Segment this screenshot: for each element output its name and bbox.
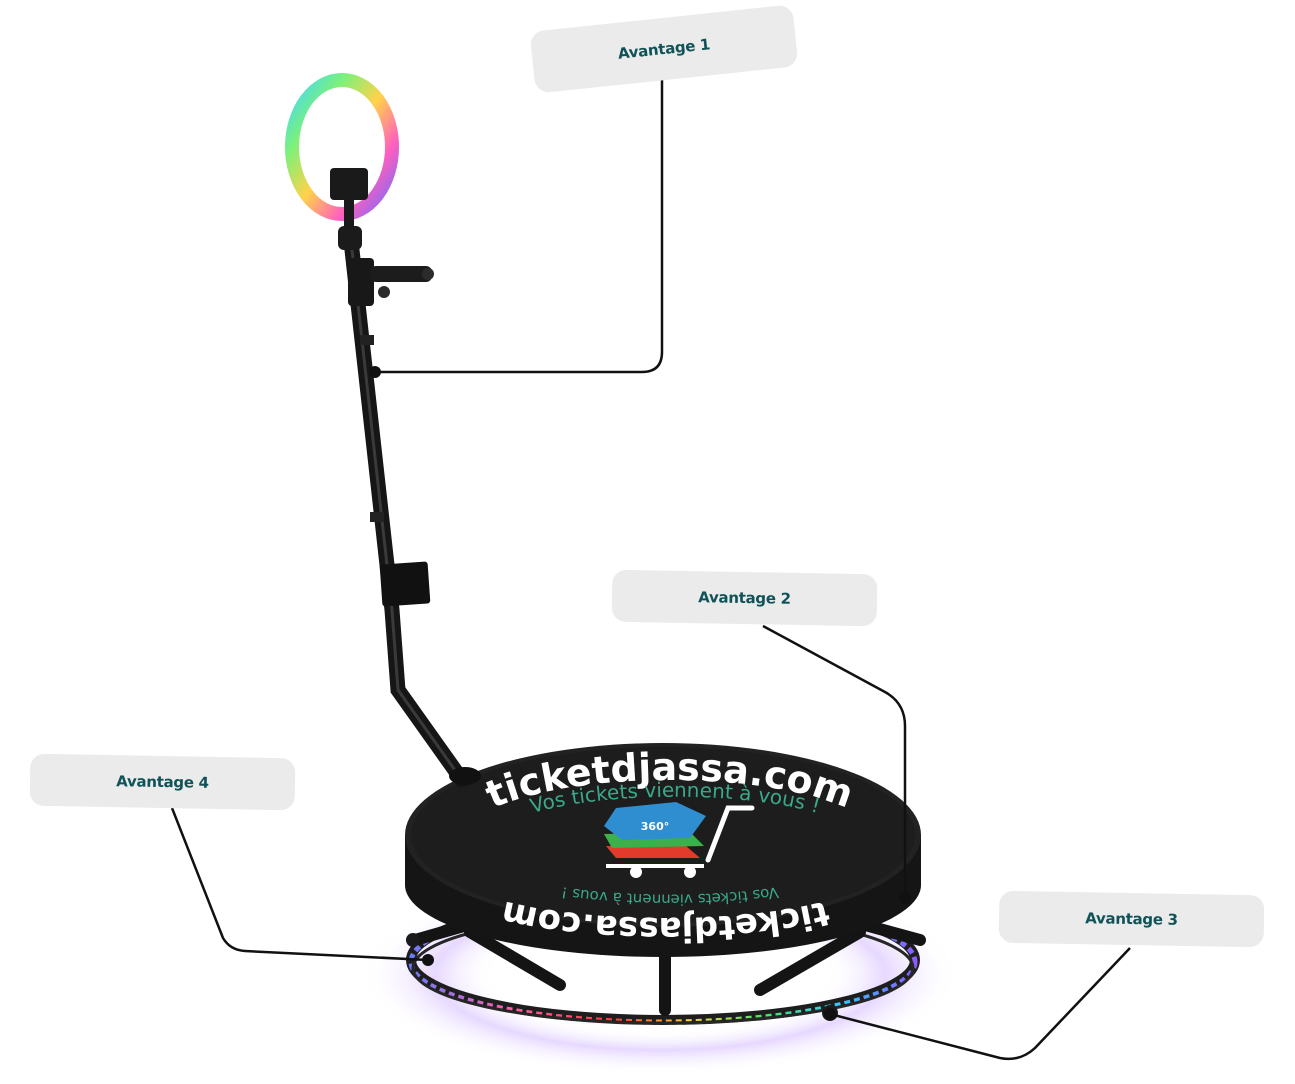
stand-joint <box>360 335 374 345</box>
leader-line-2 <box>762 624 907 898</box>
ring-phone-clamp <box>330 168 368 200</box>
callout-label: Avantage 2 <box>698 588 791 608</box>
leader-dot-1 <box>369 366 381 378</box>
badge-360: 360° <box>641 820 669 833</box>
stand-mount <box>449 767 481 785</box>
callout-avantage-4: Avantage 4 <box>29 753 296 811</box>
callout-label: Avantage 4 <box>116 772 209 792</box>
callout-leaders <box>170 78 1131 1061</box>
leader-dot-3 <box>824 1008 836 1020</box>
phone-holder <box>348 258 434 306</box>
ball-head <box>338 226 362 250</box>
stand-joint <box>370 512 384 522</box>
stand-joint <box>379 561 431 607</box>
frame-foot <box>406 933 420 947</box>
leader-line-3 <box>829 947 1131 1061</box>
leader-dot-4 <box>422 954 434 966</box>
callout-avantage-3: Avantage 3 <box>998 890 1265 948</box>
stand-arm <box>344 242 470 788</box>
callout-label: Avantage 3 <box>1085 909 1178 929</box>
leader-dot-2 <box>899 892 911 904</box>
callout-label: Avantage 1 <box>617 35 711 63</box>
leader-dots <box>369 366 911 1020</box>
cart-logo: 360° <box>604 802 755 878</box>
ring-phone-clamp <box>344 196 354 228</box>
callout-avantage-2: Avantage 2 <box>611 569 878 627</box>
ring-light <box>285 73 399 221</box>
leader-line-1 <box>375 78 664 374</box>
leader-line-4 <box>170 807 429 962</box>
